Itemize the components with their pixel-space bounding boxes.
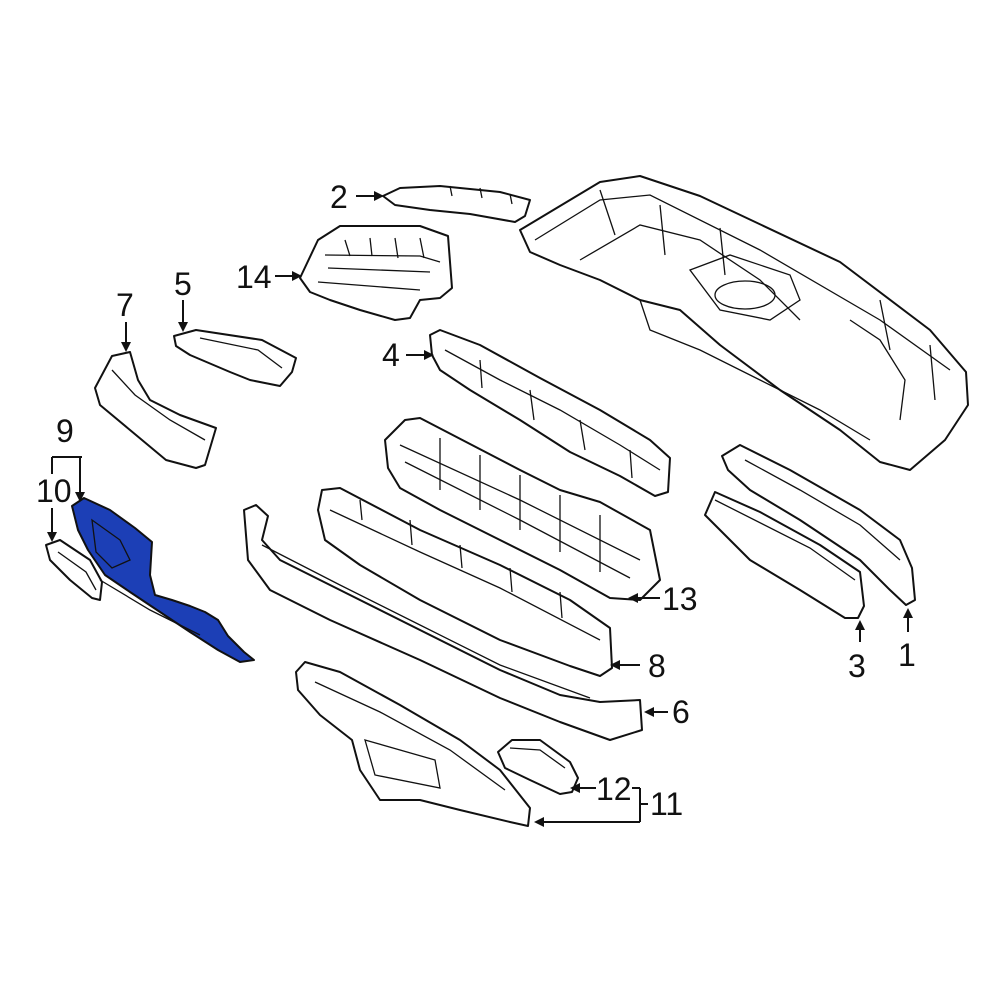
part-lower-duct xyxy=(317,487,613,677)
callout-6: 6 xyxy=(672,694,690,730)
part-frame-strip xyxy=(721,444,916,606)
part-center-duct xyxy=(384,417,661,601)
part-switch-module xyxy=(497,739,579,795)
leader-lines xyxy=(47,191,913,827)
callout-2: 2 xyxy=(330,179,348,215)
callout-4: 4 xyxy=(382,337,400,373)
callout-5: 5 xyxy=(174,266,192,302)
callout-7: 7 xyxy=(116,287,134,323)
callout-14: 14 xyxy=(236,259,272,295)
callout-9: 9 xyxy=(56,413,74,449)
callout-10: 10 xyxy=(36,473,72,509)
part-long-trim xyxy=(243,504,643,741)
callout-3: 3 xyxy=(848,648,866,684)
callout-8: 8 xyxy=(648,648,666,684)
part-small-cover xyxy=(45,539,103,601)
part-dash-frame xyxy=(519,175,969,471)
callout-13: 13 xyxy=(662,581,698,617)
part-side-panel xyxy=(704,491,865,619)
part-lower-console xyxy=(295,661,531,827)
callout-11: 11 xyxy=(650,786,683,822)
part-center-vent xyxy=(299,225,453,321)
part-upper-trim xyxy=(382,185,531,223)
callout-12: 12 xyxy=(596,771,632,807)
part-side-trim xyxy=(94,351,217,469)
callout-1: 1 xyxy=(898,637,916,673)
part-lower-panel-highlighted xyxy=(71,497,255,663)
part-small-bracket xyxy=(173,329,297,387)
callout-labels: 2 14 5 7 4 9 10 13 8 6 12 11 3 1 xyxy=(36,179,916,822)
part-mount-bracket xyxy=(429,329,671,497)
